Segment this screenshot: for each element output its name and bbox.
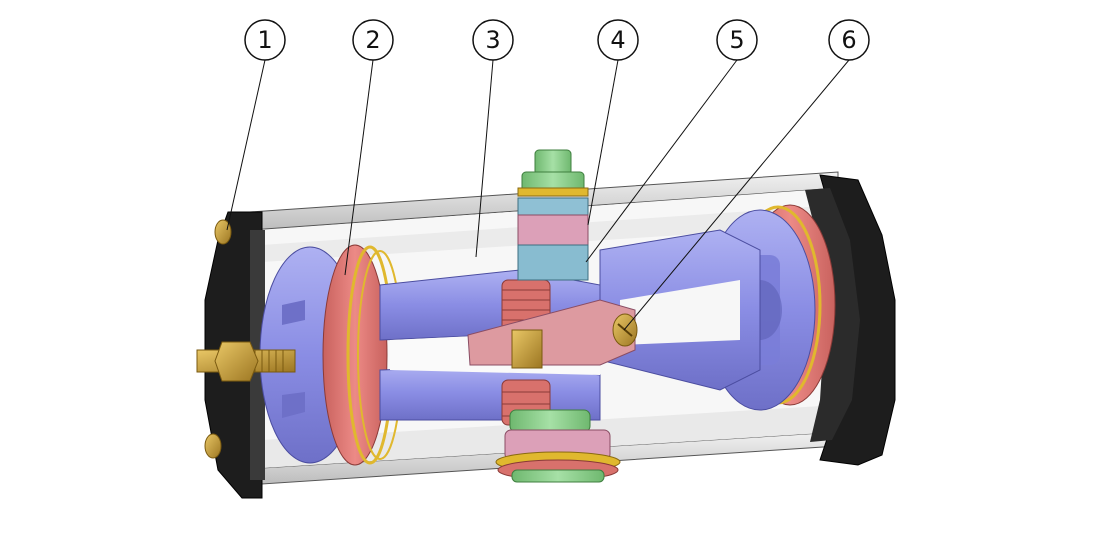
callout-3: 3 [472, 19, 514, 61]
callout-6: 6 [828, 19, 870, 61]
leader-line-5 [585, 59, 738, 263]
leader-lines [226, 59, 850, 331]
leader-line-2 [344, 59, 374, 276]
end-cap-screws [204, 219, 232, 459]
threaded-stud [196, 341, 296, 382]
leader-line-3 [475, 59, 494, 258]
callout-4: 4 [597, 19, 639, 61]
pinion-shaft [495, 149, 621, 483]
leader-line-1 [226, 59, 266, 231]
callout-2: 2 [352, 19, 394, 61]
callout-label-4: 4 [610, 26, 625, 54]
cam-lever [467, 299, 636, 369]
leader-line-4 [587, 59, 619, 226]
left-piston [259, 244, 403, 466]
leader-line-6 [623, 59, 850, 331]
callout-label-1: 1 [257, 26, 272, 54]
callout-1: 1 [244, 19, 286, 61]
callout-label-5: 5 [729, 26, 744, 54]
callout-label-6: 6 [841, 26, 856, 54]
callout-label-3: 3 [485, 26, 500, 54]
callout-5: 5 [716, 19, 758, 61]
callout-label-2: 2 [365, 26, 380, 54]
